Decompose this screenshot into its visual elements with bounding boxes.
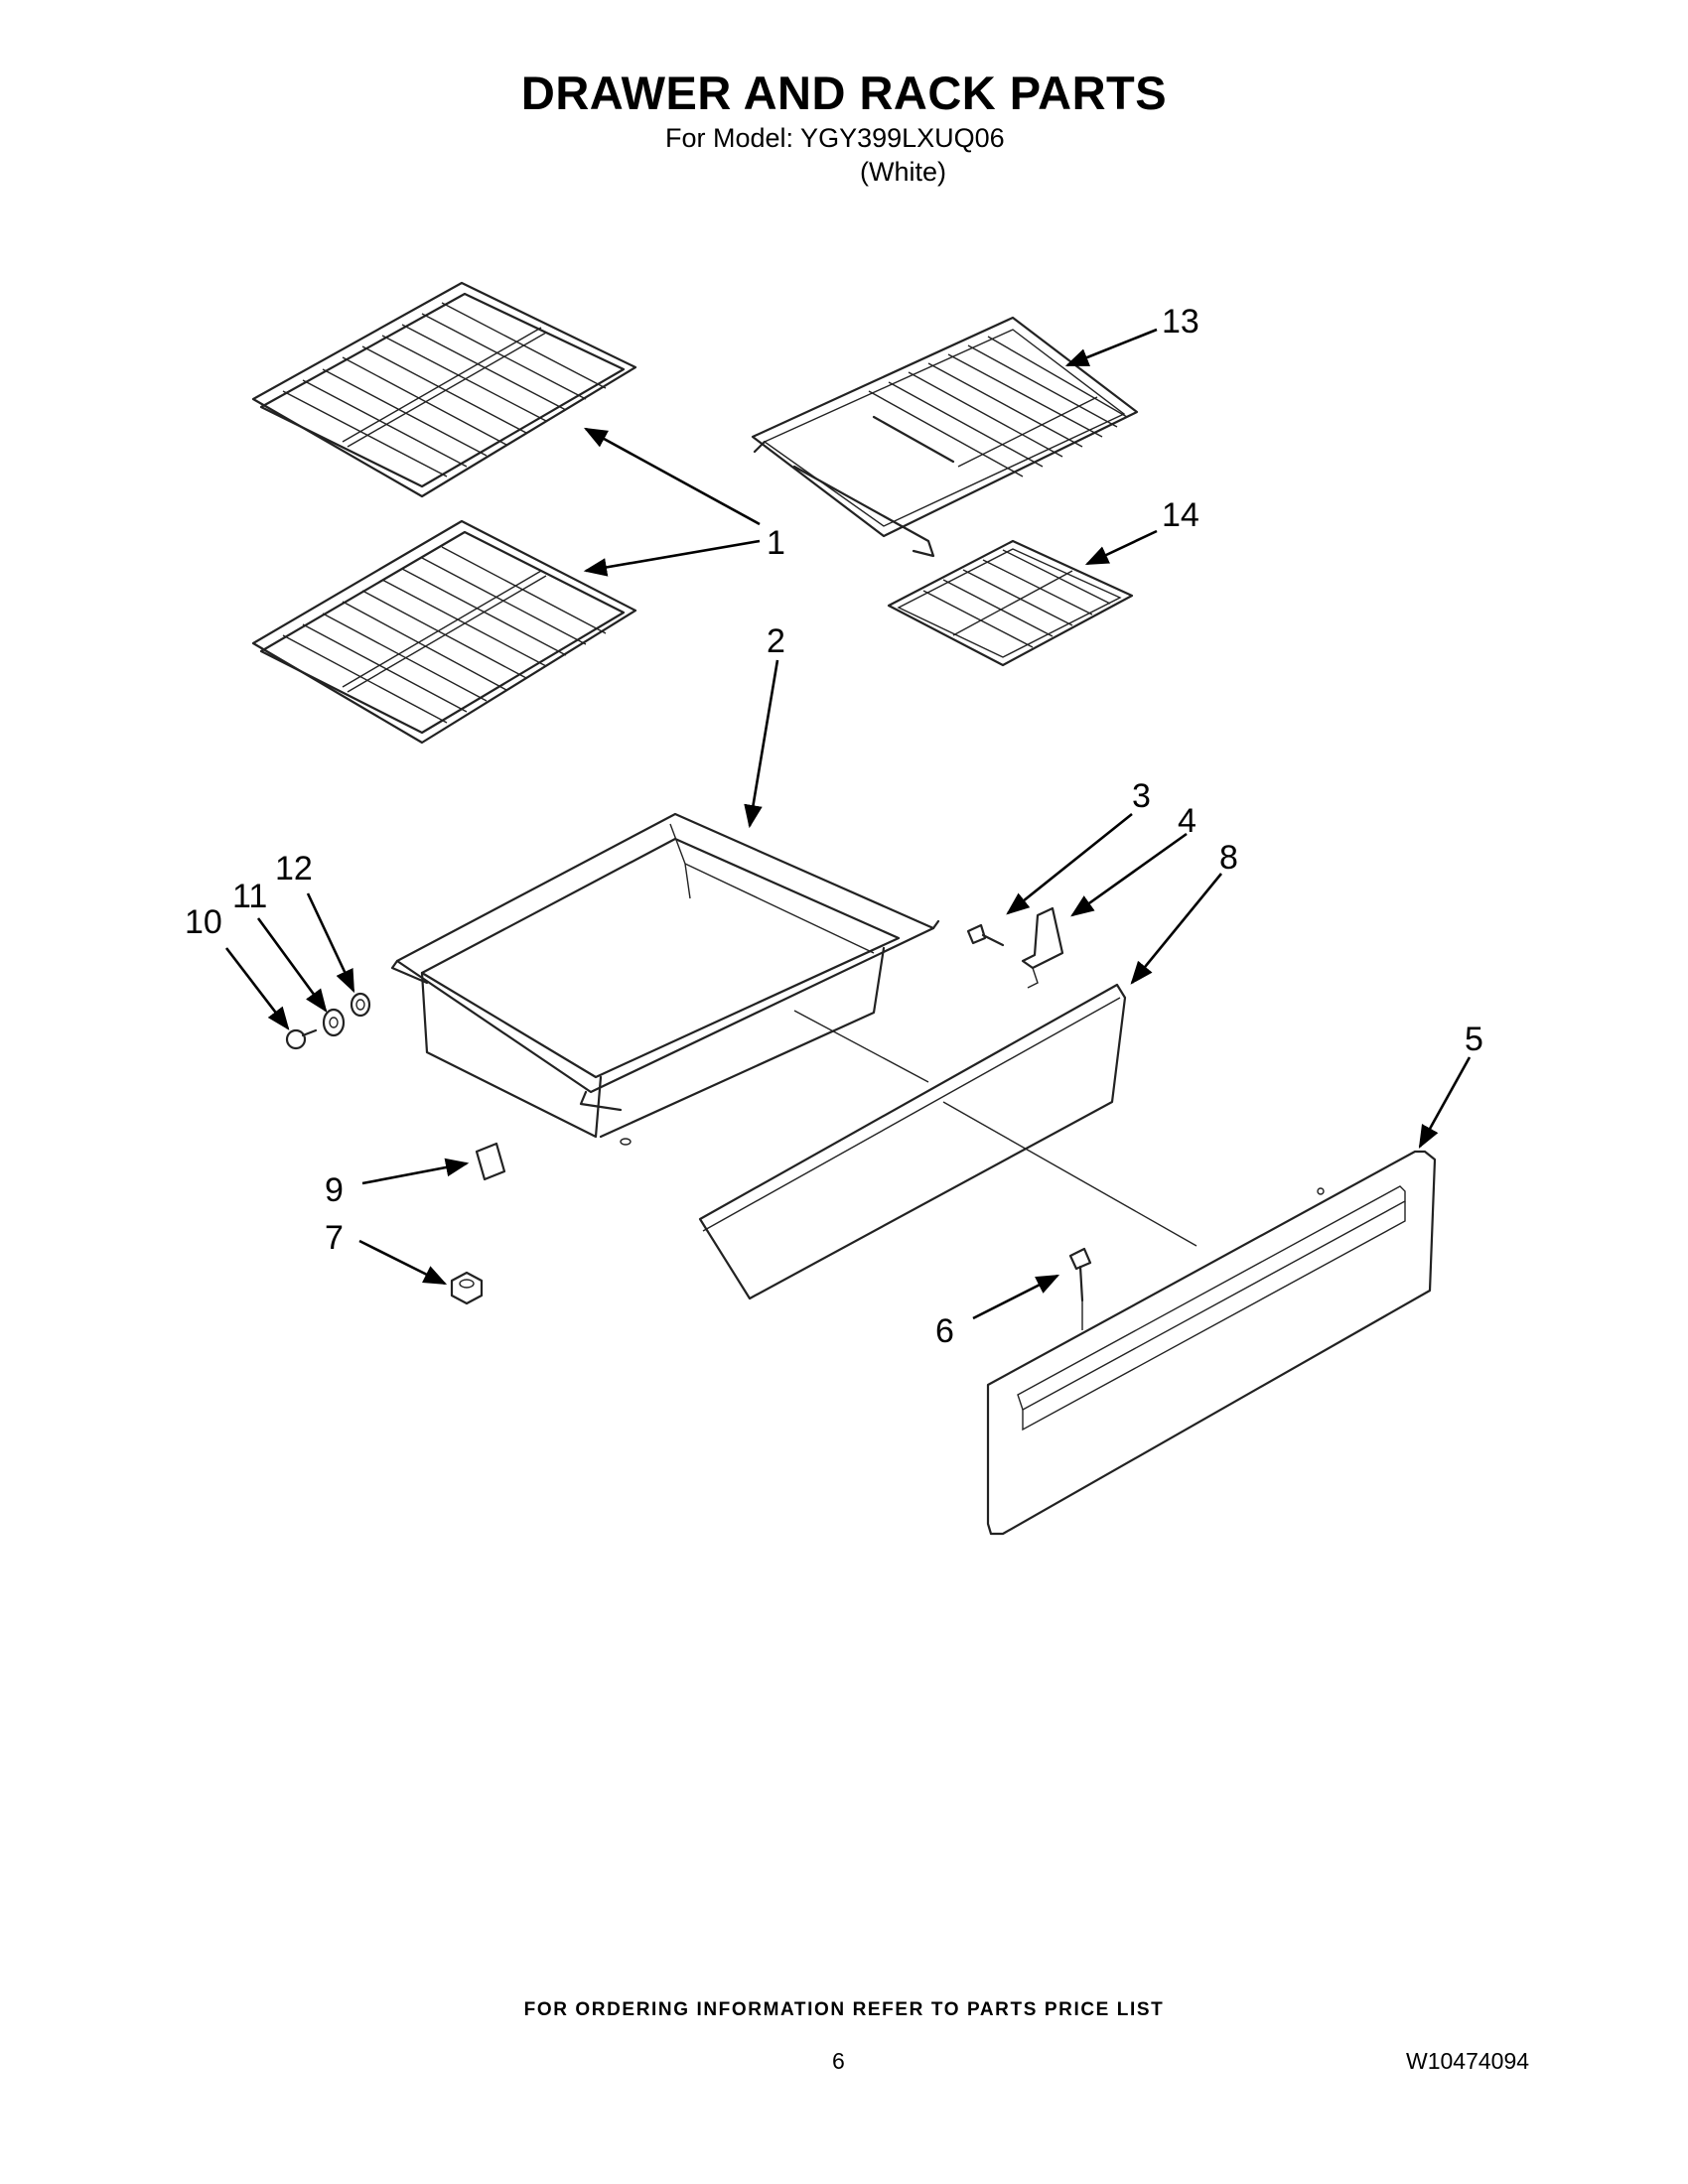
callout-arrow-10	[224, 947, 290, 1030]
roller-wheel	[322, 1008, 346, 1037]
callout-arrow-9	[361, 1158, 470, 1185]
callout-7: 7	[325, 1219, 344, 1257]
callout-arrow-13	[1064, 328, 1158, 367]
callout-arrow-7	[358, 1239, 448, 1286]
model-line: For Model: YGY399LXUQ06	[665, 123, 1005, 153]
callout-3: 3	[1132, 777, 1151, 815]
page-title: DRAWER AND RACK PARTS	[520, 67, 1168, 119]
callout-2: 2	[767, 622, 785, 660]
callout-14: 14	[1162, 496, 1199, 534]
drawer-bumper	[475, 1142, 506, 1181]
callout-5: 5	[1465, 1021, 1483, 1058]
page-number: 6	[832, 2048, 845, 2074]
callout-arrow-3	[1006, 812, 1133, 915]
callout-arrow-2	[744, 659, 779, 829]
guide-line-drawer-to-panel-left	[793, 1010, 929, 1083]
drawer-front-panel	[986, 1150, 1437, 1536]
drawer-screw	[966, 923, 1005, 947]
half-rack	[887, 539, 1134, 667]
callout-8: 8	[1219, 839, 1238, 877]
callout-arrow-11	[256, 917, 328, 1013]
drawer-rail	[698, 983, 1127, 1300]
roller-screw	[285, 1028, 318, 1050]
callout-6: 6	[935, 1312, 954, 1350]
callout-arrow-12	[306, 892, 355, 994]
callout-arrow-4	[1070, 832, 1188, 917]
color-line: (White)	[860, 157, 946, 187]
callout-1: 1	[767, 524, 785, 562]
document-number: W10474094	[1406, 2048, 1530, 2074]
split-rack	[751, 316, 1139, 558]
nut	[450, 1271, 484, 1305]
oven-rack-lower	[251, 519, 637, 745]
callout-arrow-1b	[583, 539, 761, 577]
callout-10: 10	[185, 903, 222, 941]
callout-4: 4	[1178, 802, 1196, 840]
drawer-clip	[1021, 906, 1064, 989]
storage-drawer	[390, 812, 940, 1146]
oven-rack-upper	[251, 281, 637, 498]
callout-arrow-8	[1130, 873, 1223, 985]
guide-line-drawer-to-panel-right	[942, 1101, 1197, 1247]
callout-13: 13	[1162, 303, 1199, 341]
front-panel-screw	[1068, 1247, 1092, 1330]
callout-arrow-1a	[583, 427, 761, 526]
roller-bushing	[350, 992, 371, 1018]
callout-9: 9	[325, 1171, 344, 1209]
callout-12: 12	[275, 850, 313, 887]
callout-arrow-5	[1418, 1056, 1472, 1150]
callout-arrow-6	[972, 1274, 1060, 1320]
ordering-info-footer: FOR ORDERING INFORMATION REFER TO PARTS …	[523, 1999, 1165, 2020]
callout-arrow-14	[1084, 529, 1158, 566]
callout-11: 11	[232, 878, 267, 915]
